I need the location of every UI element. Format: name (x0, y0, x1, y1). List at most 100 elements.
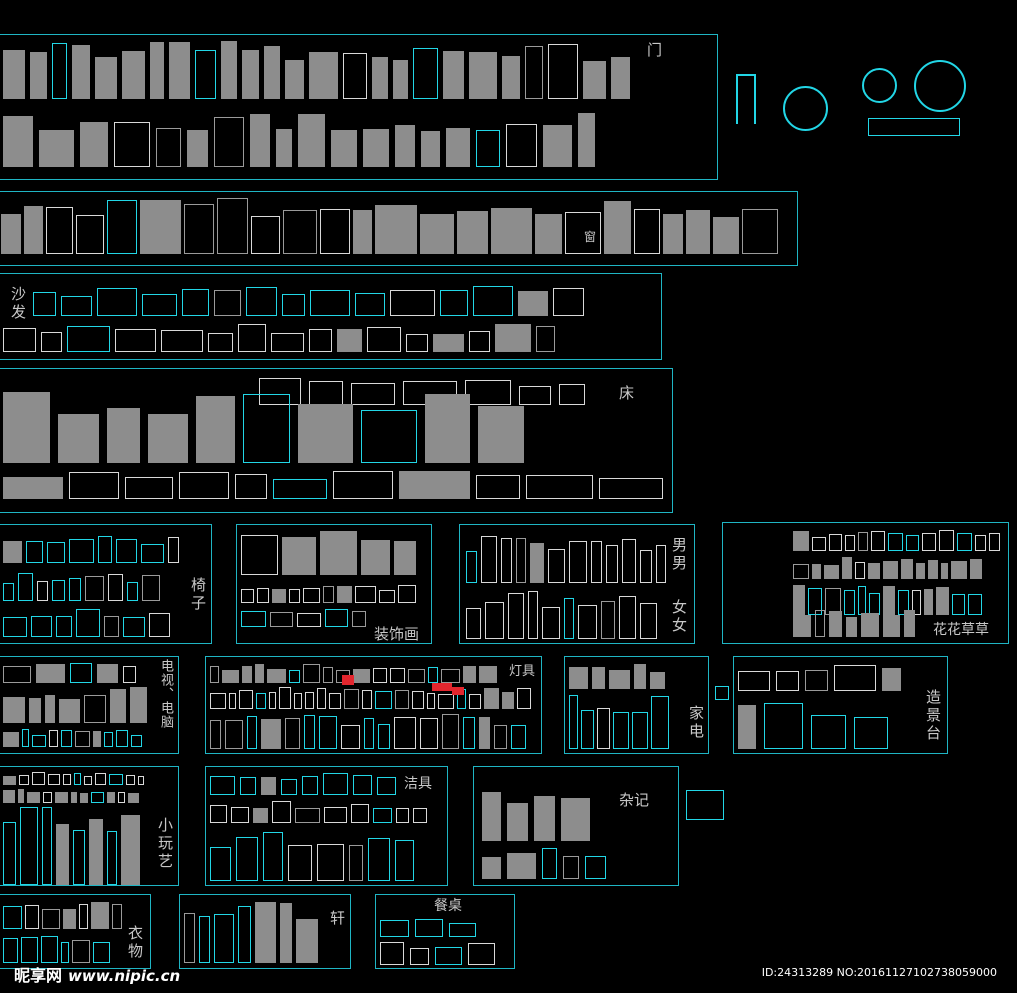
tv-cad-block (45, 695, 55, 723)
tv-cad-block (97, 664, 118, 683)
plants-cad-block (824, 565, 839, 579)
sanitary-cad-block (240, 777, 256, 795)
lamps-red-cad-block (432, 683, 452, 691)
chairs-cad-block (56, 616, 72, 637)
label-chairs: 椅子 (189, 577, 207, 613)
panel-dining: 餐桌 (375, 894, 515, 969)
curtains-cad-block (634, 209, 660, 254)
appliances-cad-block (651, 696, 669, 749)
sofa-cad-block (33, 292, 56, 316)
tv-cad-block (130, 687, 147, 723)
doors-cad-block (114, 122, 150, 167)
doors-cad-block (443, 51, 464, 99)
ornaments-cad-block (48, 774, 60, 785)
bed-cad-block (259, 378, 301, 405)
door-frame-detail (736, 74, 756, 124)
sofa-cad-block (309, 329, 332, 352)
lamps-cad-block (269, 692, 276, 709)
lamps-cad-block (441, 669, 460, 683)
tv-cad-block (123, 666, 136, 683)
tv-cad-block (116, 730, 128, 747)
ornaments-cad-block (27, 792, 40, 803)
people-cad-block (564, 598, 574, 639)
plants-cad-block (952, 594, 965, 615)
lamps-cad-block (408, 669, 425, 683)
cabinet-cad-block (238, 906, 251, 963)
bed-cad-block (599, 478, 663, 499)
plants-cad-block (815, 610, 825, 637)
label-misc: 杂记 (619, 791, 650, 809)
lamps-cad-block (305, 692, 314, 709)
cabinet-cad-block (184, 913, 195, 963)
chairs-cad-block (123, 617, 145, 637)
tv-cad-block (36, 664, 65, 683)
lamps-cad-block (420, 718, 438, 749)
plants-cad-block (975, 535, 986, 551)
sofa-cad-block (271, 333, 304, 352)
panel-misc: 杂记 (473, 766, 679, 886)
decor-cad-block (352, 611, 366, 627)
lamps-cad-block (517, 688, 531, 709)
lamps-cad-block (375, 691, 392, 709)
bed-cad-block (3, 477, 63, 499)
appliances-cad-block (609, 670, 630, 689)
lamps-cad-block (362, 690, 372, 709)
sanitary-cad-block (210, 805, 227, 823)
cabinet-cad-block (296, 919, 318, 963)
plants-cad-block (951, 561, 967, 579)
bed-cad-block (559, 384, 585, 405)
bed-cad-block (526, 475, 593, 499)
people-cad-block (622, 539, 636, 583)
chairs-cad-block (76, 609, 100, 637)
bed-cad-block (425, 394, 470, 463)
decor-cad-block (289, 589, 300, 603)
label-tv: 电视、电脑 (158, 659, 173, 729)
appliances-cad-block (597, 708, 610, 749)
tv-cad-block (59, 699, 80, 723)
lamps-cad-block (469, 694, 481, 709)
sofa-cad-block (553, 288, 584, 316)
decor-cad-block (303, 588, 320, 603)
plants-cad-block (883, 615, 900, 637)
curtains-cad-block (1, 214, 21, 254)
sofa-cad-block (238, 324, 266, 352)
lamps-cad-block (222, 670, 239, 683)
appliances-cad-block (581, 710, 594, 749)
plants-cad-block (922, 533, 936, 551)
sofa-cad-block (41, 332, 62, 352)
decor-cad-block (270, 612, 293, 627)
sofa-cad-block (182, 289, 209, 316)
people-cad-block (601, 601, 615, 639)
plants-cad-block (941, 563, 948, 579)
ornaments-cad-block (109, 774, 123, 785)
panel-bed: 床 (0, 368, 673, 513)
doors-cad-block (525, 46, 543, 99)
plants-cad-block (861, 613, 879, 637)
curtains-cad-block (217, 198, 248, 254)
ornaments-cad-block (3, 822, 16, 885)
bed-cad-block (361, 410, 417, 463)
plants-cad-block (845, 535, 855, 551)
plants-cad-block (793, 615, 811, 637)
sofa-cad-block (406, 334, 428, 352)
lamps-cad-block (261, 719, 281, 749)
people-cad-block (569, 541, 587, 583)
door-circle-detail-3 (914, 60, 966, 112)
ornaments-cad-block (63, 774, 71, 785)
lamps-cad-block (378, 724, 390, 749)
doors-cad-block (250, 114, 270, 167)
ornaments-cad-block (43, 792, 52, 803)
lamps-cad-block (304, 715, 315, 749)
lamps-cad-block (364, 718, 374, 749)
plants-cad-block (928, 560, 938, 579)
doors-cad-block (3, 116, 33, 167)
people-cad-block (640, 603, 657, 639)
ornaments-cad-block (121, 815, 140, 885)
dining-cad-block (380, 942, 404, 965)
wardrobe-cad-block (61, 942, 69, 963)
panel-wardrobe: 衣物 (0, 894, 151, 969)
ornaments-cad-block (3, 790, 15, 803)
curtains-cad-block (107, 200, 137, 254)
sanitary-cad-block (413, 808, 427, 823)
panel-curtains: 窗 (0, 191, 798, 266)
